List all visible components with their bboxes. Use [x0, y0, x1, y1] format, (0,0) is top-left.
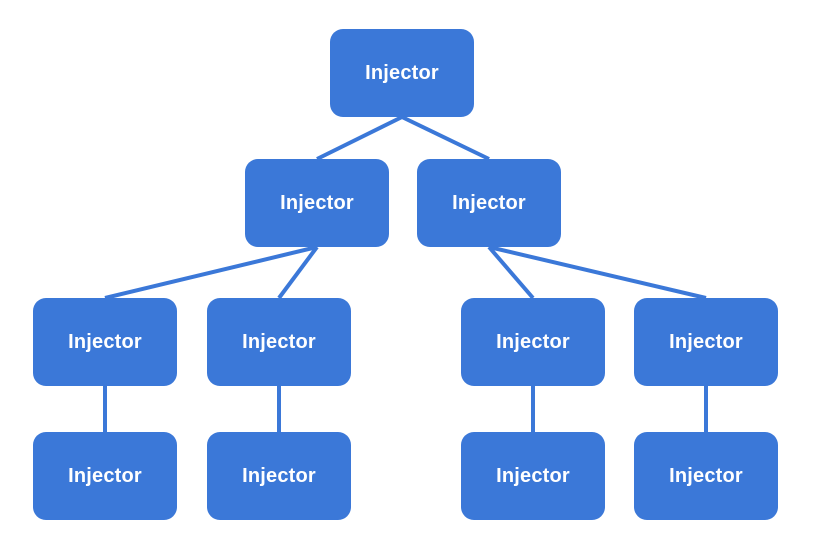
- node-label: Injector: [496, 464, 570, 487]
- edge-root-l1a: [316, 115, 403, 161]
- node-label: Injector: [669, 464, 743, 487]
- node-label: Injector: [68, 330, 142, 353]
- edge-root-l1b: [401, 115, 490, 161]
- node-label: Injector: [242, 330, 316, 353]
- edge-l1b-l2c: [487, 245, 535, 300]
- edge-l1b-l2d: [488, 245, 707, 300]
- node-level3-4: Injector: [634, 432, 778, 520]
- node-level1-right: Injector: [417, 159, 561, 247]
- node-label: Injector: [242, 464, 316, 487]
- edge-l1a-l2b: [277, 245, 319, 300]
- node-level2-1: Injector: [33, 298, 177, 386]
- node-label: Injector: [452, 191, 526, 214]
- node-level3-3: Injector: [461, 432, 605, 520]
- node-label: Injector: [669, 330, 743, 353]
- node-label: Injector: [280, 191, 354, 214]
- node-level3-1: Injector: [33, 432, 177, 520]
- node-label: Injector: [496, 330, 570, 353]
- node-label: Injector: [365, 61, 439, 84]
- node-root: Injector: [330, 29, 474, 117]
- node-level3-2: Injector: [207, 432, 351, 520]
- node-level2-2: Injector: [207, 298, 351, 386]
- edge-l1a-l2a: [104, 245, 318, 300]
- node-level2-4: Injector: [634, 298, 778, 386]
- node-level1-left: Injector: [245, 159, 389, 247]
- node-label: Injector: [68, 464, 142, 487]
- node-level2-3: Injector: [461, 298, 605, 386]
